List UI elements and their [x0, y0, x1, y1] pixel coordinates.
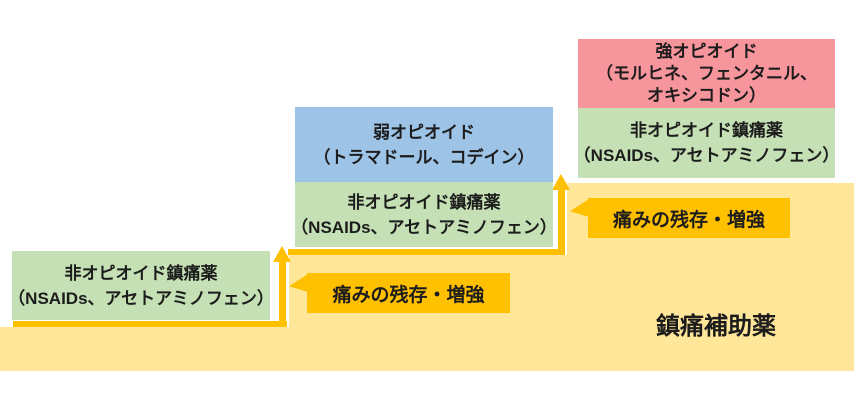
step2-non-opioid-line2: （NSAIDs、アセトアミノフェン） [291, 217, 557, 237]
step2-non-opioid-box: 非オピオイド鎮痛薬 （NSAIDs、アセトアミノフェン） [291, 182, 557, 247]
pain-persists-callout-1: 痛みの残存・増強 [307, 273, 510, 313]
step1-non-opioid-line2: （NSAIDs、アセトアミノフェン） [8, 288, 274, 308]
step2-weak-opioid-box: 弱オピオイド （トラマドール、コデイン） [295, 107, 553, 182]
pain-persists-callout-2: 痛みの残存・増強 [588, 198, 790, 238]
step3-non-opioid-line1: 非オピオイド鎮痛薬 [630, 121, 783, 140]
pain-persists-callout-2-label: 痛みの残存・増強 [612, 209, 765, 231]
step3-strong-opioid-box: 強オピオイド （モルヒネ、フェンタニル、 オキシコドン） [578, 39, 835, 108]
adjuvant-analgesics-label: 鎮痛補助薬 [656, 313, 776, 340]
pain-persists-callout-1-label: 痛みの残存・増強 [332, 284, 485, 306]
arrow2-up-arrowhead-icon [552, 174, 570, 190]
step3-non-opioid-line2: （NSAIDs、アセトアミノフェン） [573, 146, 840, 165]
arrow1-horizontal-segment [13, 321, 287, 327]
step1-non-opioid-line1: 非オピオイド鎮痛薬 [64, 263, 218, 283]
arrow1-vertical-segment [279, 256, 286, 327]
arrow2-vertical-segment [558, 184, 565, 255]
step3-non-opioid-box: 非オピオイド鎮痛薬 （NSAIDs、アセトアミノフェン） [574, 108, 839, 178]
arrow2-horizontal-segment [288, 249, 565, 255]
step2-weak-opioid-line1: 弱オピオイド [373, 122, 475, 142]
step3-strong-opioid-line3: オキシコドン） [647, 85, 766, 105]
step3-strong-opioid-line2: （モルヒネ、フェンタニル、 [596, 63, 817, 83]
step2-non-opioid-line1: 非オピオイド鎮痛薬 [347, 192, 501, 212]
step3-strong-opioid-line1: 強オピオイド [655, 41, 758, 61]
arrow1-up-arrowhead-icon [273, 246, 291, 262]
step1-non-opioid-box: 非オピオイド鎮痛薬 （NSAIDs、アセトアミノフェン） [8, 251, 274, 320]
step2-weak-opioid-line2: （トラマドール、コデイン） [313, 147, 535, 167]
